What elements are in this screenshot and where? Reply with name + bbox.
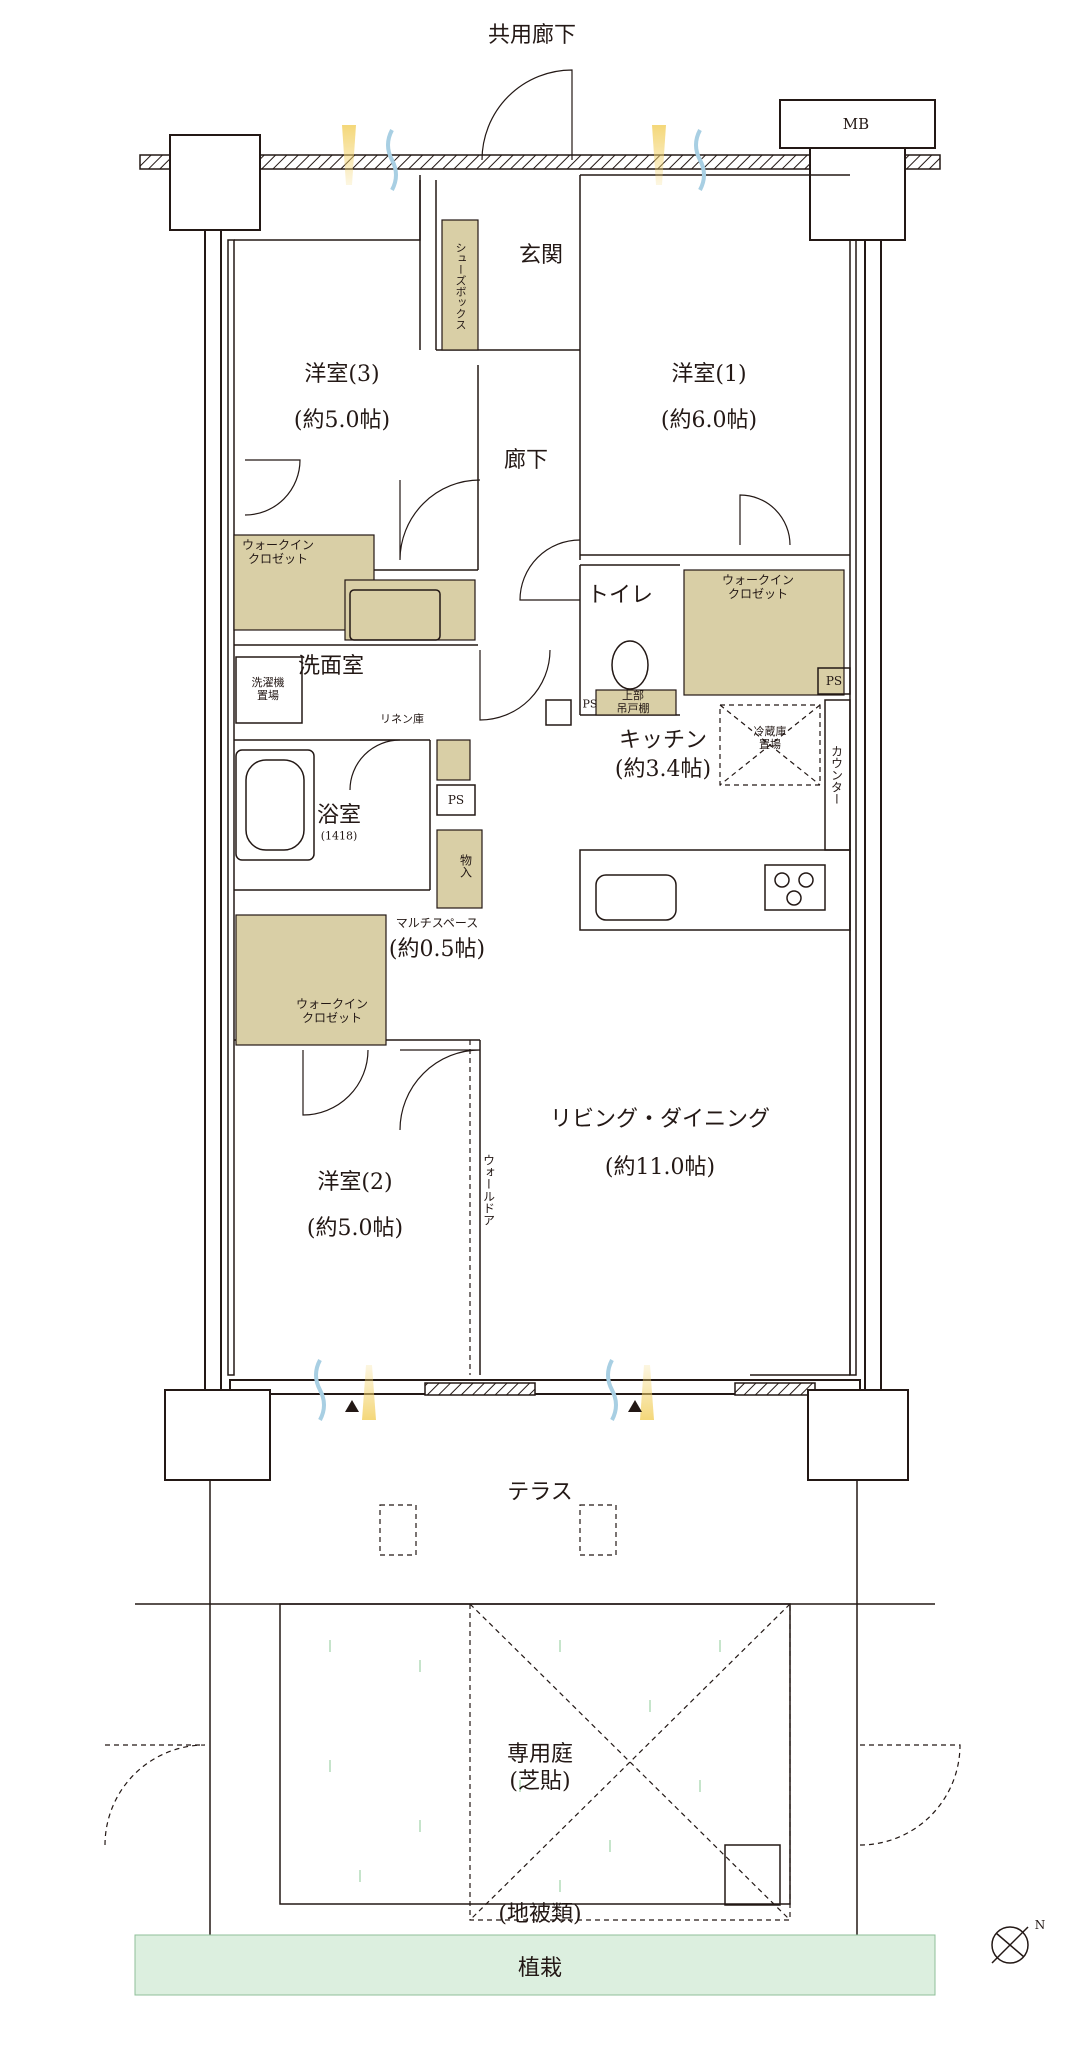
closets (233, 219, 851, 1046)
closet-washroom (344, 579, 476, 641)
linen-cabinet (436, 739, 471, 781)
storage-label: 物入 (458, 854, 473, 878)
ld-size: (約11.0帖) (604, 1155, 716, 1180)
interior-walls (234, 174, 851, 1376)
fridge-label: 冷蔵庫 置場 (753, 725, 787, 751)
north-label: N (1034, 1918, 1046, 1932)
wic-room2-label: ウォークイン クロゼット (295, 997, 369, 1025)
bath-name: 浴室 (316, 803, 362, 828)
wall-door-label: ウォールドア (481, 1154, 496, 1226)
washer-area (235, 656, 303, 724)
room2-size: (約5.0帖) (306, 1216, 404, 1241)
multi-space-name: マルチスペース (395, 916, 479, 930)
column-bottom-right (807, 1389, 909, 1481)
counter-label: カウンター (829, 745, 844, 805)
mb-box (779, 99, 936, 149)
column-bottom-left (164, 1389, 271, 1481)
washroom-label: 洗面室 (297, 654, 365, 679)
bath-size: (1418) (320, 829, 358, 843)
closet-room2 (235, 914, 387, 1046)
fridge-area (719, 704, 821, 786)
room1-name: 洋室(1) (671, 362, 747, 387)
kitchen-name: キッチン (618, 728, 708, 753)
ps-box-wash (436, 784, 476, 816)
hallway-label: 廊下 (503, 448, 549, 473)
multi-space-size: (約0.5帖) (388, 937, 486, 962)
genkan-label: 玄関 (518, 243, 564, 268)
planting-label: 植栽 (517, 1956, 563, 1981)
ps-box-toilet (545, 699, 572, 726)
terrace-garden (104, 1480, 961, 1996)
garden-name: 専用庭 (506, 1742, 574, 1767)
column-top-right (809, 134, 906, 241)
entrance-door (481, 69, 573, 161)
garden-sub: (芝貼) (509, 1769, 571, 1794)
room1-size: (約6.0帖) (660, 408, 758, 433)
ps-wash-label: PS (447, 793, 465, 807)
ground-cover-label: (地被類) (498, 1902, 582, 1927)
doors (244, 459, 791, 1131)
room3-size: (約5.0帖) (293, 408, 391, 433)
washer-label: 洗濯機 置場 (251, 676, 285, 702)
fixtures (235, 589, 826, 921)
room3-name: 洋室(3) (304, 362, 380, 387)
common-corridor-label: 共用廊下 (487, 23, 577, 48)
ventilation-marks (314, 125, 706, 1421)
room2-name: 洋室(2) (317, 1170, 393, 1195)
ps-toilet-label: PS (582, 697, 598, 711)
ps-kitchen-label: PS (825, 674, 843, 688)
stove (764, 864, 826, 911)
linen-label: リネン庫 (380, 712, 424, 726)
garden-grating (724, 1844, 781, 1906)
toilet-bowl (611, 640, 649, 690)
shoes-box-label: シューズボックス (454, 242, 467, 330)
column-top-left (169, 134, 261, 231)
upper-cabinet (595, 689, 677, 716)
shoes-box (441, 219, 479, 351)
planting-strip (134, 1934, 936, 1996)
wic-room3-label: ウォークイン クロゼット (241, 538, 315, 566)
terrace-label: テラス (507, 1480, 573, 1505)
wash-basin (349, 589, 441, 641)
ld-name: リビング・ダイニング (549, 1107, 771, 1132)
ps-box-kitchen (817, 667, 851, 695)
outer-walls (139, 69, 941, 1481)
mb-label: MB (842, 115, 870, 133)
storage-closet (436, 829, 483, 909)
kitchen-size: (約3.4帖) (614, 757, 712, 782)
bathtub (235, 749, 315, 861)
toilet-label: トイレ (586, 583, 654, 608)
wic-room1-label: ウォークイン クロゼット (721, 573, 795, 601)
kitchen-sink (595, 874, 677, 921)
upper-cabinet-label: 上部 吊戸棚 (616, 689, 650, 715)
north-compass-icon (991, 1926, 1029, 1964)
